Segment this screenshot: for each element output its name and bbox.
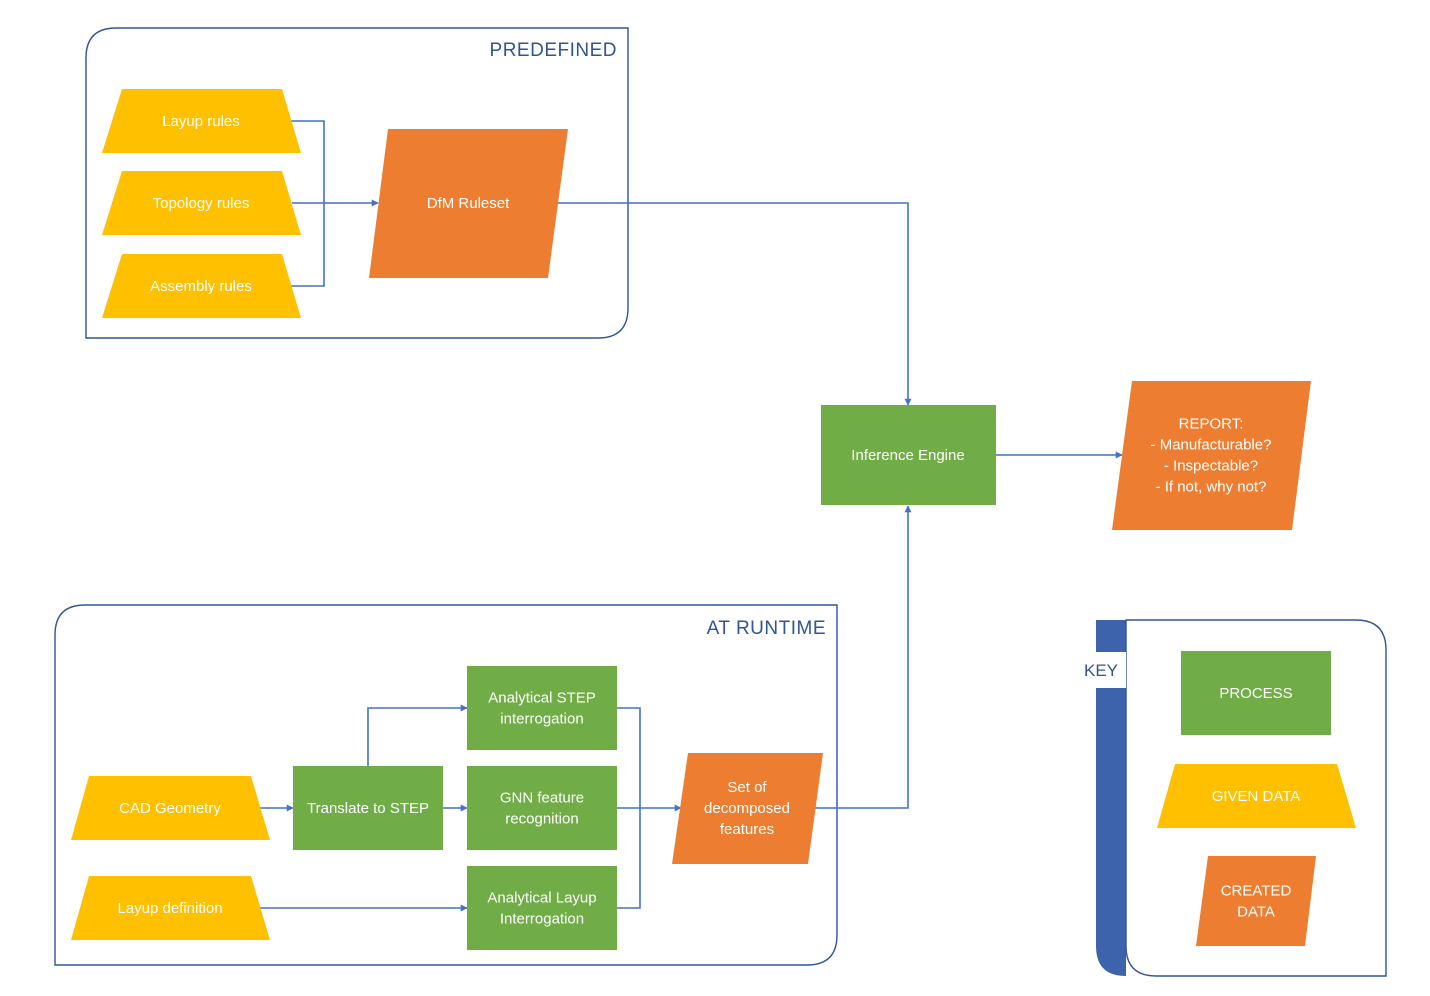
node-gnn-feature[interactable]: GNN feature recognition [467, 766, 617, 850]
node-cad-geometry-label: CAD Geometry [119, 800, 221, 817]
node-topology-rules-shape [102, 171, 301, 235]
label-line: Inference Engine [851, 447, 964, 464]
label-line: Layup definition [117, 900, 222, 917]
label-line: DfM Ruleset [427, 195, 510, 212]
node-report[interactable]: REPORT: - Manufacturable? - Inspectable? - … [1112, 381, 1311, 530]
node-report-label: REPORT: - Manufacturable? - Inspectable? - … [1151, 416, 1272, 496]
key-created-data: CREATED DATA [1196, 856, 1316, 946]
label-line: Set of [727, 779, 767, 796]
node-translate-step-shape [293, 766, 443, 850]
key-process-shape [1181, 651, 1331, 735]
node-analytical-layup-shape [467, 866, 617, 950]
node-decomposed-features[interactable]: Set of decomposed features [672, 753, 823, 864]
node-analytical-step-label: Analytical STEP interrogation [488, 690, 596, 728]
node-cad-geometry-shape [71, 776, 270, 840]
key-process: PROCESS [1181, 651, 1331, 735]
key-given-data: GIVEN DATA [1157, 764, 1356, 828]
label-line: - Inspectable? [1164, 458, 1258, 475]
label-line: features [720, 821, 774, 838]
label-line: REPORT: [1179, 416, 1244, 433]
label-line: PROCESS [1219, 685, 1292, 702]
node-assembly-rules-label: Assembly rules [150, 278, 252, 295]
group-predefined-title: PREDEFINED [490, 40, 617, 61]
node-dfm-ruleset-shape [369, 129, 568, 278]
label-line: decomposed [704, 800, 790, 817]
label-line: CAD Geometry [119, 800, 221, 817]
node-gnn-feature-shape [467, 766, 617, 850]
node-translate-step-label: Translate to STEP [307, 800, 429, 817]
edge-ruleset-to-inference [558, 202, 912, 406]
node-inference-engine-shape [821, 405, 996, 505]
edge-analytical-step-to-features [617, 707, 641, 808]
label-line: Analytical Layup [487, 890, 596, 907]
label-line: Assembly rules [150, 278, 252, 295]
node-layup-rules-shape [102, 89, 301, 153]
edge-assembly-rules-to-ruleset [290, 203, 325, 287]
label-line: Interrogation [500, 911, 584, 928]
node-layup-definition[interactable]: Layup definition [71, 876, 270, 940]
label-line: GNN feature [500, 790, 584, 807]
node-dfm-ruleset-label: DfM Ruleset [427, 195, 510, 212]
node-layup-rules[interactable]: Layup rules [102, 89, 301, 153]
node-layup-rules-label: Layup rules [162, 113, 240, 130]
edge-translate-to-analytical-step [367, 704, 468, 766]
node-assembly-rules-shape [102, 254, 301, 318]
label-line: Analytical STEP [488, 690, 596, 707]
label-line: interrogation [500, 711, 583, 728]
edge-features-to-inference [815, 505, 912, 809]
label-line: Topology rules [153, 195, 250, 212]
edges [260, 120, 1123, 912]
key-given-data-shape [1157, 764, 1356, 828]
node-topology-rules-label: Topology rules [153, 195, 250, 212]
node-decomposed-features-shape [672, 753, 823, 864]
node-layup-definition-shape [71, 876, 270, 940]
label-line: CREATED [1221, 883, 1292, 900]
node-inference-engine-label: Inference Engine [851, 447, 964, 464]
node-analytical-step[interactable]: Analytical STEP interrogation [467, 666, 617, 750]
label-line: - Manufacturable? [1151, 437, 1272, 454]
group-runtime-title: AT RUNTIME [707, 618, 826, 639]
key-title: KEY [1084, 661, 1118, 680]
key-created-data-shape [1196, 856, 1316, 946]
nodes: Layup rules Topology rules Assembly rule… [71, 89, 1356, 950]
node-translate-step[interactable]: Translate to STEP [293, 766, 443, 850]
label-line: - If not, why not? [1156, 479, 1267, 496]
node-decomposed-features-label: Set of decomposed features [704, 779, 790, 838]
key-process-label: PROCESS [1219, 685, 1292, 702]
key-tab-shape [1096, 620, 1126, 976]
node-topology-rules[interactable]: Topology rules [102, 171, 301, 235]
key-given-data-label: GIVEN DATA [1212, 788, 1301, 805]
node-assembly-rules[interactable]: Assembly rules [102, 254, 301, 318]
key-created-data-label: CREATED DATA [1221, 883, 1292, 921]
node-inference-engine[interactable]: Inference Engine [821, 405, 996, 505]
edge-layup-rules-to-ruleset [290, 120, 325, 203]
group-runtime: AT RUNTIME [54, 604, 838, 966]
key-title-bg [1078, 652, 1126, 688]
node-analytical-step-shape [467, 666, 617, 750]
node-gnn-feature-label: GNN feature recognition [500, 790, 584, 828]
edge-analytical-layup-to-features [617, 808, 641, 909]
node-layup-definition-label: Layup definition [117, 900, 222, 917]
node-dfm-ruleset[interactable]: DfM Ruleset [369, 129, 568, 278]
group-predefined-border [85, 27, 629, 339]
group-runtime-border [54, 604, 838, 966]
group-predefined: PREDEFINED [85, 27, 629, 339]
node-report-shape [1112, 381, 1311, 530]
label-line: DATA [1237, 904, 1275, 921]
label-line: Translate to STEP [307, 800, 429, 817]
label-line: recognition [505, 811, 578, 828]
label-line: Layup rules [162, 113, 240, 130]
node-cad-geometry[interactable]: CAD Geometry [71, 776, 270, 840]
label-line: GIVEN DATA [1212, 788, 1301, 805]
